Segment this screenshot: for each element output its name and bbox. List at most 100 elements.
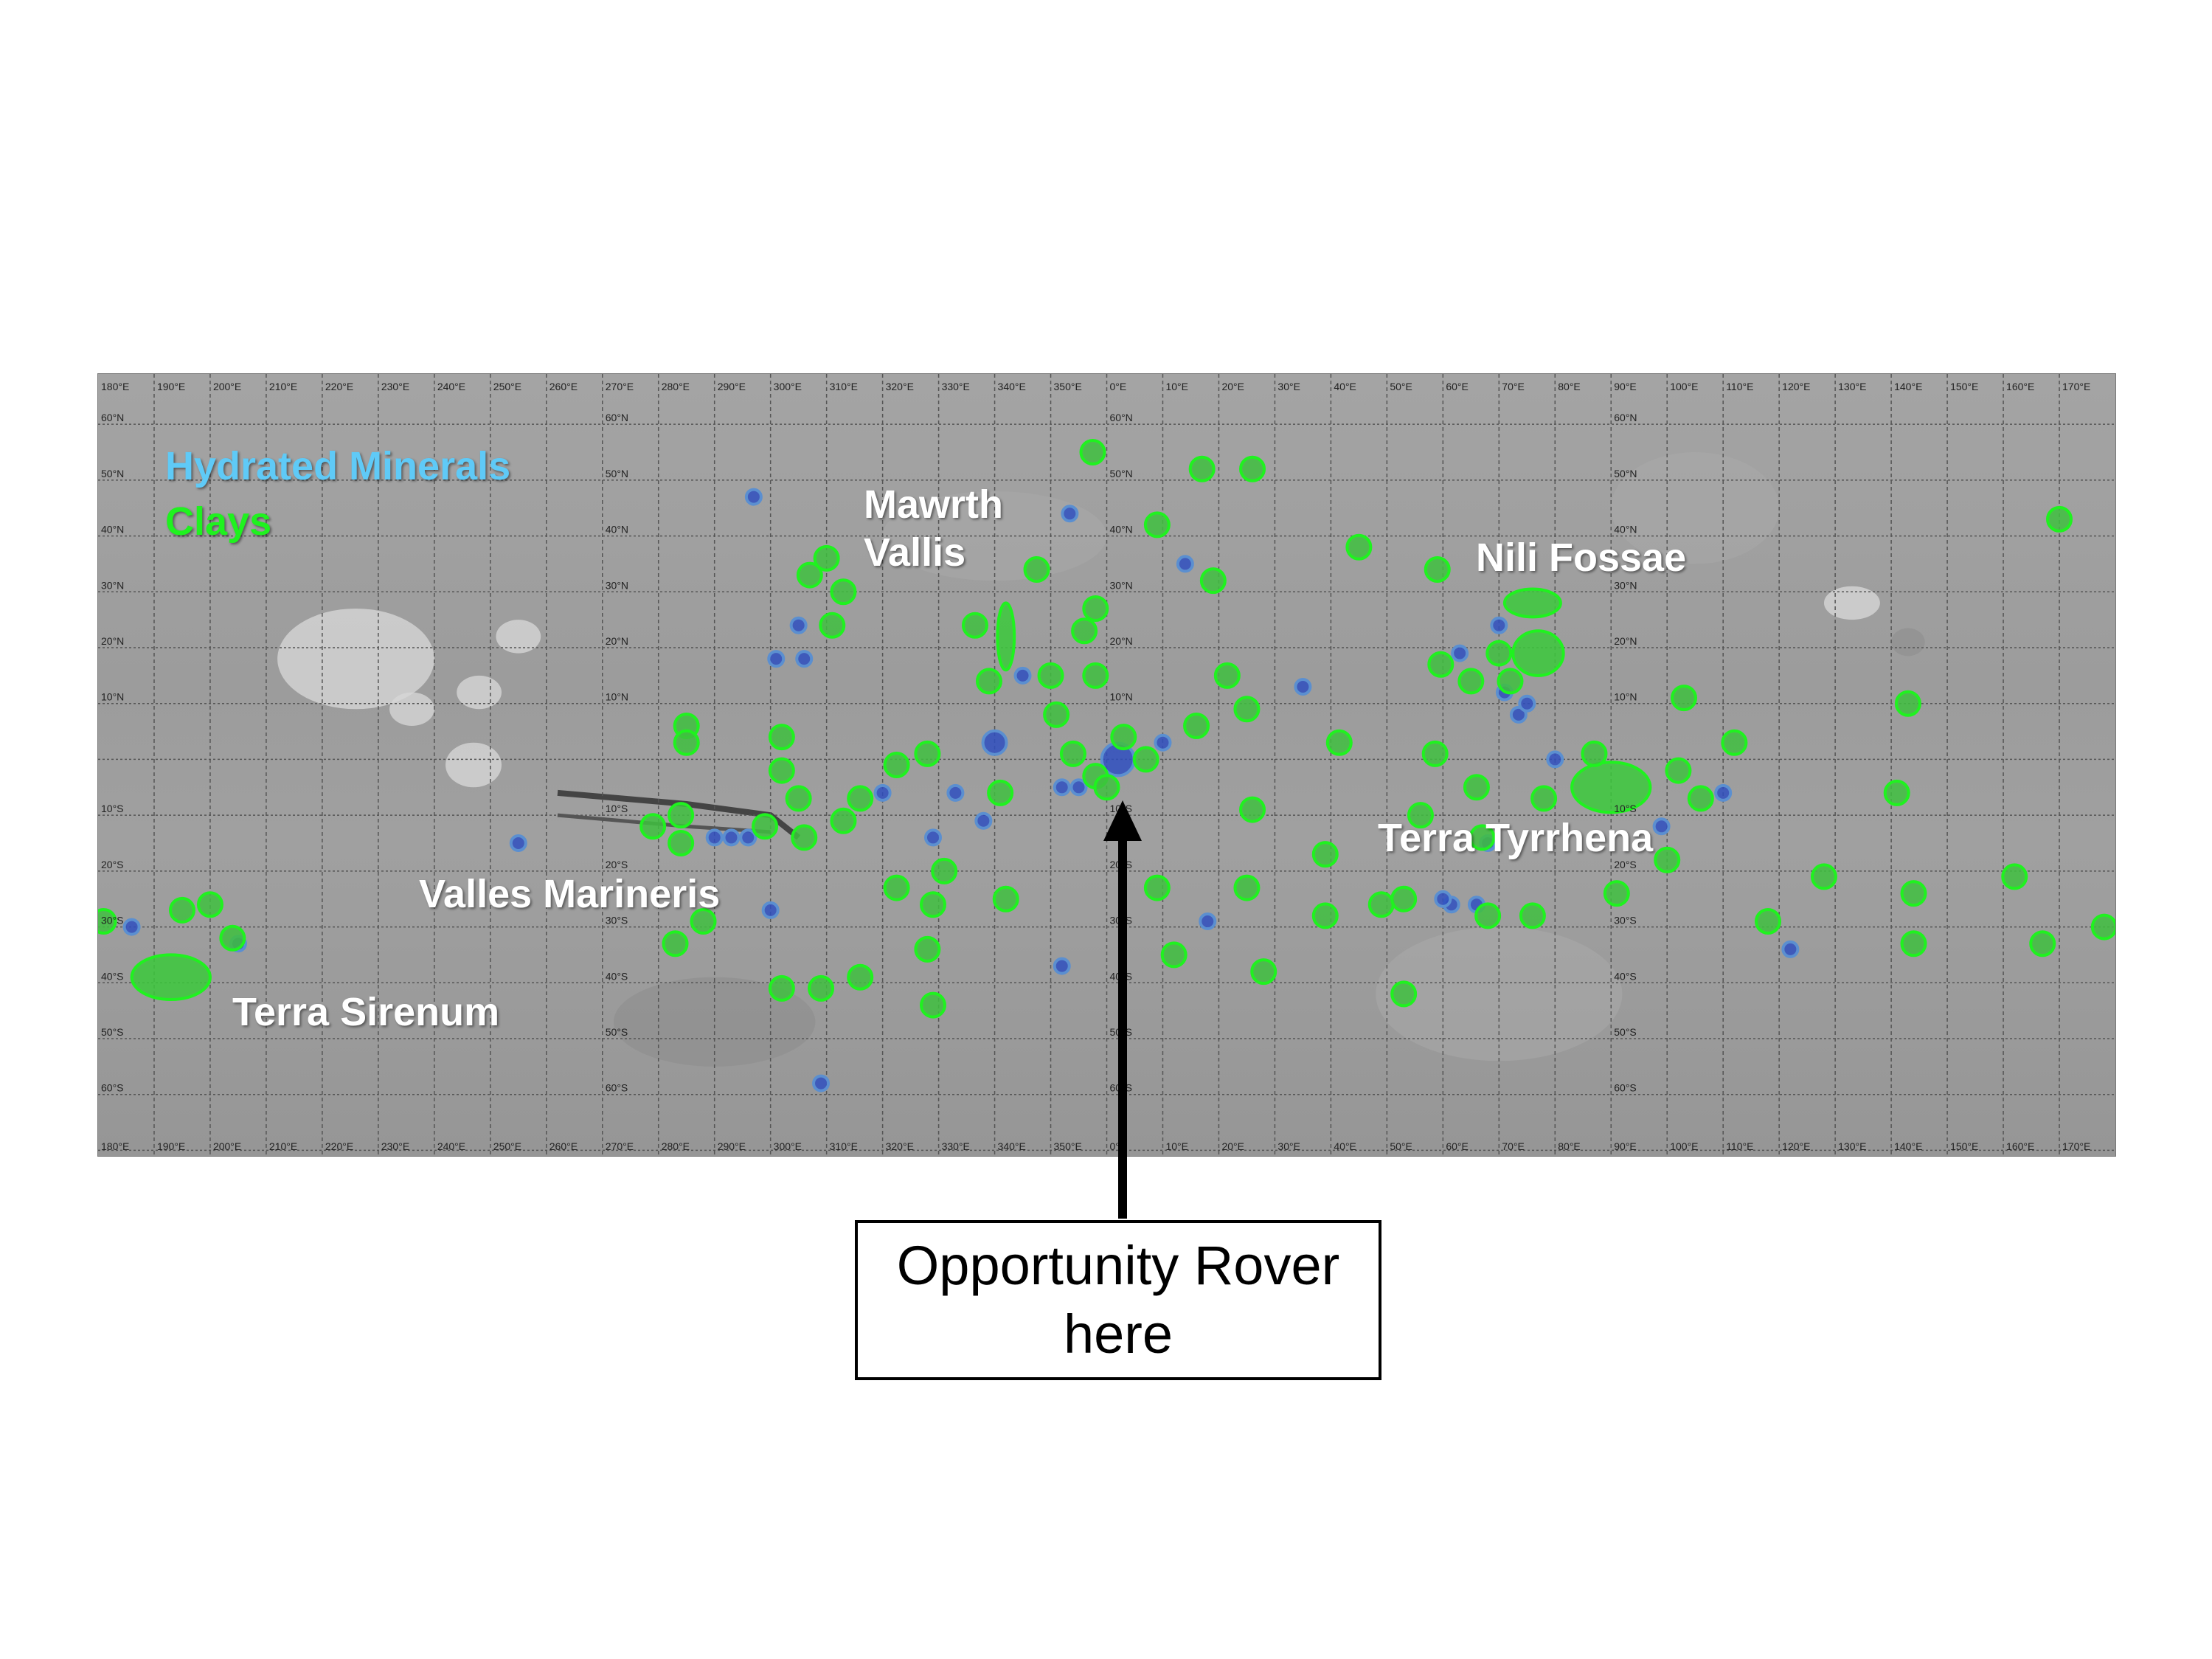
longitude-label: 10°E — [1165, 1140, 1188, 1152]
clay-marker — [2001, 863, 2028, 890]
longitude-label: 270°E — [606, 381, 634, 392]
latitude-label: 60°S — [101, 1082, 124, 1094]
longitude-label: 60°E — [1446, 1140, 1469, 1152]
label-mawrth-line2: Vallis — [864, 530, 966, 575]
longitude-label: 190°E — [157, 381, 185, 392]
latitude-label: 50°S — [606, 1026, 628, 1038]
label-terra-tyrrhena: Terra Tyrrhena — [1378, 816, 1654, 860]
clay-marker — [1687, 785, 1714, 812]
longitude-label: 80°E — [1558, 1140, 1581, 1152]
clay-marker — [847, 963, 874, 991]
clay-marker — [883, 874, 910, 901]
clay-marker — [961, 612, 988, 639]
latitude-label: 60°N — [101, 412, 124, 423]
longitude-label: 180°E — [101, 381, 129, 392]
clay-marker — [1082, 662, 1109, 689]
mineral-markers — [98, 439, 2115, 1092]
hydrated-mineral-marker — [1013, 666, 1032, 685]
latitude-label: 40°N — [101, 524, 124, 536]
longitude-label: 280°E — [662, 1140, 690, 1152]
longitude-label: 140°E — [1894, 1140, 1922, 1152]
longitude-label: 230°E — [381, 381, 409, 392]
latitude-label: 20°N — [1110, 635, 1133, 647]
longitude-label: 210°E — [269, 1140, 297, 1152]
clay-marker — [1082, 595, 1109, 622]
longitude-label: 290°E — [718, 381, 746, 392]
hydrated-mineral-marker — [1546, 750, 1564, 769]
latitude-label: 20°S — [606, 859, 628, 870]
longitude-label: 200°E — [213, 381, 241, 392]
latitude-label: 50°N — [1110, 468, 1133, 479]
latitude-label: 60°S — [1614, 1082, 1637, 1094]
clay-marker — [1023, 556, 1050, 583]
clay-marker — [1654, 846, 1681, 873]
hydrated-mineral-marker — [1176, 555, 1194, 573]
clay-marker — [992, 885, 1019, 912]
terrain-feature — [277, 609, 434, 710]
hydrated-mineral-marker — [122, 918, 141, 936]
valles-marineris-canyon — [557, 789, 801, 840]
hydrated-mineral-marker — [1053, 778, 1071, 797]
clay-marker — [1311, 902, 1339, 929]
terrain-feature — [445, 742, 502, 788]
latitude-label: 20°N — [101, 635, 124, 647]
clay-region-marker — [1511, 629, 1565, 677]
hydrated-mineral-marker — [946, 783, 965, 802]
longitude-label: 280°E — [662, 381, 690, 392]
terrain-feature — [613, 977, 816, 1067]
graticule — [98, 374, 2115, 1156]
longitude-label: 130°E — [1838, 1140, 1866, 1152]
clay-marker — [219, 924, 246, 952]
clay-marker — [668, 802, 695, 829]
longitude-label: 330°E — [942, 381, 970, 392]
longitude-label: 0°E — [1110, 381, 1127, 392]
clay-marker — [690, 908, 717, 935]
longitude-label: 90°E — [1614, 381, 1637, 392]
latitude-label: 50°S — [1614, 1026, 1637, 1038]
hydrated-mineral-marker — [1434, 890, 1452, 908]
callout-line1: Opportunity Rover — [896, 1235, 1340, 1296]
clay-marker — [1093, 774, 1120, 801]
clay-region-marker — [130, 953, 212, 1002]
longitude-label: 250°E — [493, 1140, 521, 1152]
clay-marker — [1239, 455, 1266, 482]
hydrated-mineral-marker — [1061, 505, 1079, 523]
latitude-label: 40°N — [1110, 524, 1133, 536]
terrain-feature — [389, 692, 434, 726]
longitude-label: 260°E — [549, 381, 578, 392]
axis-labels: 180°E180°E190°E190°E200°E200°E210°E210°E… — [101, 381, 2090, 1152]
longitude-label: 250°E — [493, 381, 521, 392]
longitude-label: 190°E — [157, 1140, 185, 1152]
clay-marker — [168, 896, 195, 924]
clay-marker — [987, 779, 1014, 806]
hydrated-mineral-marker — [795, 650, 814, 668]
latitude-label: 50°N — [101, 468, 124, 479]
clay-marker — [1671, 685, 1698, 712]
clay-marker — [1132, 746, 1159, 773]
clay-marker — [830, 807, 857, 834]
longitude-label: 30°E — [1277, 381, 1300, 392]
longitude-label: 70°E — [1502, 1140, 1525, 1152]
latitude-label: 60°N — [1614, 412, 1637, 423]
clay-marker — [1603, 880, 1630, 907]
clay-marker — [1233, 874, 1261, 901]
longitude-label: 30°E — [1277, 1140, 1300, 1152]
clay-marker — [1519, 902, 1546, 929]
clay-marker — [1250, 958, 1277, 986]
terrain-feature — [496, 620, 541, 654]
clay-marker — [639, 813, 667, 840]
map-layer: 180°E180°E190°E190°E200°E200°E210°E210°E… — [98, 374, 2115, 1156]
hydrated-mineral-marker — [1053, 957, 1071, 975]
clay-marker — [1407, 802, 1434, 829]
longitude-label: 60°E — [1446, 381, 1469, 392]
clay-marker — [1485, 640, 1513, 667]
clay-marker — [796, 561, 823, 589]
clay-marker — [1497, 668, 1524, 695]
opportunity-rover-callout: Opportunity Rover here — [855, 1220, 1381, 1380]
hydrated-mineral-marker — [722, 828, 741, 847]
latitude-label: 30°S — [1614, 915, 1637, 927]
clay-marker — [975, 668, 1002, 695]
clay-marker — [673, 729, 700, 756]
